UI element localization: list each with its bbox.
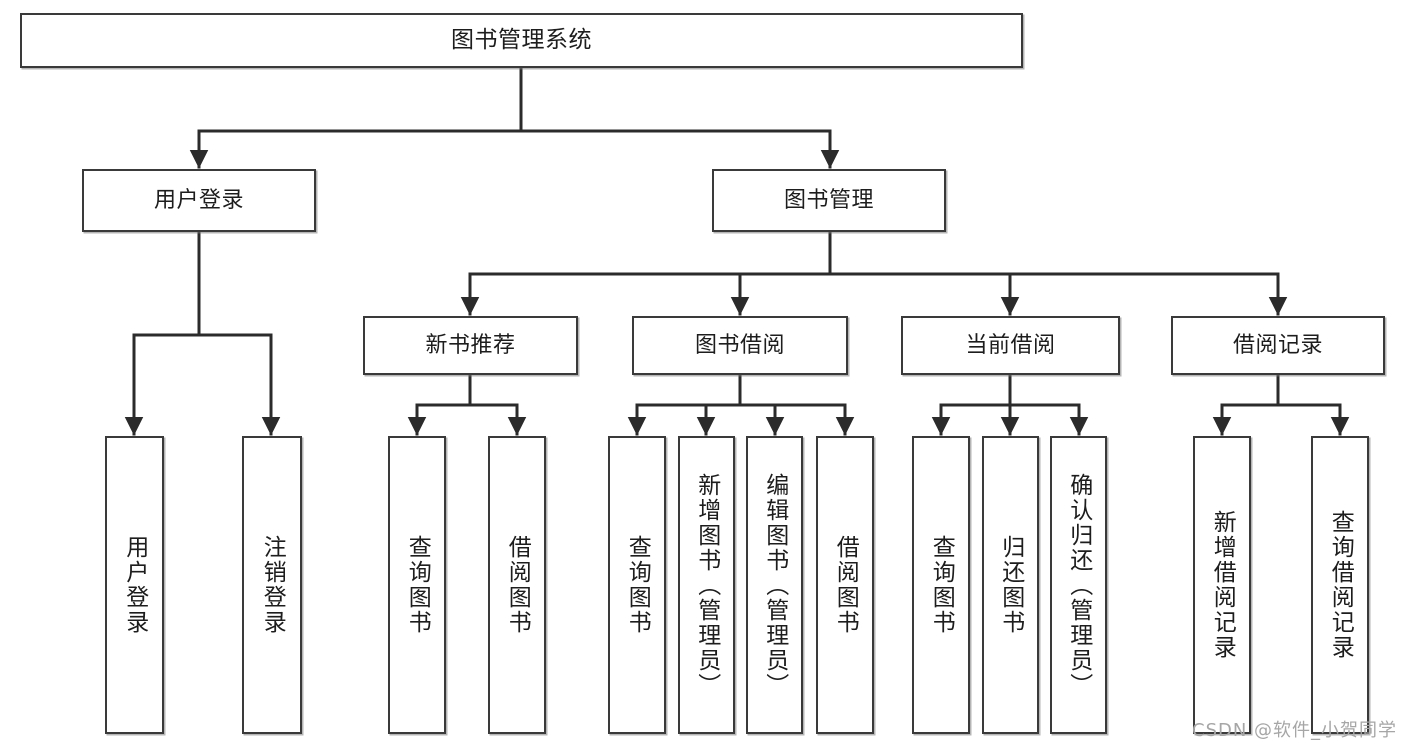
node-borrow-record-label: 借阅记录 bbox=[1232, 332, 1323, 358]
node-leaf-add-book-label: 新增图书（管理员） bbox=[693, 472, 720, 698]
node-user-login[interactable]: 用户登录 bbox=[82, 169, 316, 232]
node-root[interactable]: 图书管理系统 bbox=[20, 13, 1023, 68]
node-leaf-add-book[interactable]: 新增图书（管理员） bbox=[678, 436, 735, 734]
node-leaf-borrow-book-2[interactable]: 借阅图书 bbox=[816, 436, 874, 734]
node-new-book-recommend[interactable]: 新书推荐 bbox=[363, 316, 578, 375]
node-leaf-confirm-return[interactable]: 确认归还（管理员） bbox=[1050, 436, 1107, 734]
node-leaf-query-record-label: 查询借阅记录 bbox=[1327, 510, 1354, 660]
node-leaf-query-record[interactable]: 查询借阅记录 bbox=[1311, 436, 1369, 734]
node-leaf-edit-book[interactable]: 编辑图书（管理员） bbox=[746, 436, 803, 734]
node-leaf-return-book-label: 归还图书 bbox=[997, 535, 1024, 635]
node-book-borrow[interactable]: 图书借阅 bbox=[632, 316, 848, 375]
csdn-watermark: CSDN @软件_小贺同学 bbox=[1192, 720, 1398, 741]
node-leaf-query-book-1[interactable]: 查询图书 bbox=[388, 436, 446, 734]
node-leaf-logout-label: 注销登录 bbox=[259, 535, 286, 635]
node-leaf-borrow-book-1[interactable]: 借阅图书 bbox=[488, 436, 546, 734]
node-user-login-label: 用户登录 bbox=[153, 187, 244, 213]
node-leaf-confirm-return-label: 确认归还（管理员） bbox=[1065, 472, 1092, 698]
node-current-borrow-label: 当前借阅 bbox=[965, 332, 1056, 358]
node-leaf-borrow-book-2-label: 借阅图书 bbox=[832, 535, 859, 635]
node-book-borrow-label: 图书借阅 bbox=[694, 332, 785, 358]
node-leaf-query-book-1-label: 查询图书 bbox=[404, 535, 431, 635]
node-leaf-query-book-2[interactable]: 查询图书 bbox=[608, 436, 666, 734]
node-leaf-logout[interactable]: 注销登录 bbox=[242, 436, 302, 734]
node-leaf-return-book[interactable]: 归还图书 bbox=[982, 436, 1039, 734]
node-leaf-query-book-3-label: 查询图书 bbox=[928, 535, 955, 635]
node-book-manage[interactable]: 图书管理 bbox=[712, 169, 946, 232]
node-new-book-recommend-label: 新书推荐 bbox=[425, 332, 516, 358]
node-leaf-user-login[interactable]: 用户登录 bbox=[105, 436, 164, 734]
node-leaf-user-login-label: 用户登录 bbox=[121, 535, 148, 635]
node-leaf-query-book-2-label: 查询图书 bbox=[624, 535, 651, 635]
node-leaf-add-record-label: 新增借阅记录 bbox=[1209, 510, 1236, 660]
node-book-manage-label: 图书管理 bbox=[783, 187, 874, 213]
node-root-label: 图书管理系统 bbox=[451, 26, 592, 53]
node-current-borrow[interactable]: 当前借阅 bbox=[901, 316, 1120, 375]
node-leaf-borrow-book-1-label: 借阅图书 bbox=[504, 535, 531, 635]
node-leaf-add-record[interactable]: 新增借阅记录 bbox=[1193, 436, 1251, 734]
node-leaf-query-book-3[interactable]: 查询图书 bbox=[912, 436, 970, 734]
node-leaf-edit-book-label: 编辑图书（管理员） bbox=[761, 472, 788, 698]
node-borrow-record[interactable]: 借阅记录 bbox=[1171, 316, 1385, 375]
